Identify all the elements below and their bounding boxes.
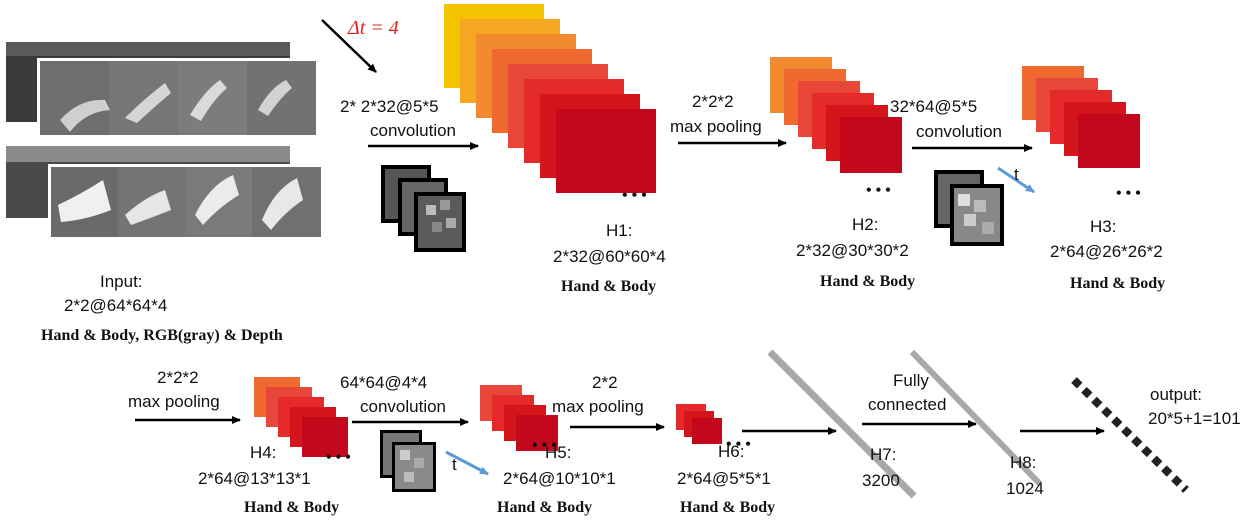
h7-name: H7: bbox=[870, 445, 896, 464]
h7-dims: 3200 bbox=[862, 471, 900, 490]
h6-dims: 2*64@5*5*1 bbox=[677, 469, 771, 488]
conv2-kernel-stack bbox=[934, 170, 1004, 246]
conv1-spec: 2* 2*32@5*5 bbox=[340, 97, 439, 116]
conv3-label: convolution bbox=[360, 397, 446, 416]
conv2-label: convolution bbox=[916, 122, 1002, 141]
h1-feature-map-stack bbox=[444, 4, 656, 193]
output-dims: 20*5+1=101 bbox=[1148, 409, 1241, 428]
pool3-spec: 2*2 bbox=[592, 373, 618, 392]
h5-caption: Hand & Body bbox=[497, 499, 592, 516]
h4-name: H4: bbox=[250, 443, 276, 462]
h6-feature-map-stack bbox=[676, 404, 722, 444]
conv1-label: convolution bbox=[370, 121, 456, 140]
output-title: output: bbox=[1150, 385, 1202, 404]
feature-map-plate bbox=[1078, 114, 1140, 168]
conv3-time-label: t bbox=[452, 455, 457, 474]
h2-name: H2: bbox=[852, 215, 878, 234]
pool2-spec: 2*2*2 bbox=[157, 368, 199, 387]
h2-dims: 2*32@30*30*2 bbox=[796, 241, 909, 260]
h2-caption: Hand & Body bbox=[820, 273, 915, 290]
conv2-time-label: t bbox=[1014, 165, 1019, 184]
pool3-label: max pooling bbox=[552, 397, 644, 416]
h1-dims: 2*32@60*60*4 bbox=[553, 247, 666, 266]
input-dims: 2*2@64*64*4 bbox=[64, 296, 167, 315]
feature-map-plate bbox=[692, 418, 722, 444]
h1-name: H1: bbox=[606, 221, 632, 240]
h6-caption: Hand & Body bbox=[680, 499, 775, 516]
h5-ellipsis: • • • bbox=[532, 437, 557, 454]
h8-dense-layer-bar bbox=[909, 349, 1043, 487]
h3-name: H3: bbox=[1090, 217, 1116, 236]
conv3-kernel-stack bbox=[380, 430, 436, 492]
h8-name: H8: bbox=[1010, 453, 1036, 472]
conv2-spec: 32*64@5*5 bbox=[890, 97, 977, 116]
h7-dense-layer-bar bbox=[767, 349, 917, 499]
output-layer-bar bbox=[1071, 377, 1189, 493]
h8-dims: 1024 bbox=[1006, 479, 1044, 498]
h5-name: H5: bbox=[545, 443, 571, 462]
pool1-spec: 2*2*2 bbox=[692, 92, 734, 111]
h3-feature-map-stack bbox=[1022, 66, 1140, 168]
conv1-kernel-stack bbox=[381, 165, 466, 252]
conv3-time-arrow bbox=[445, 450, 489, 476]
h1-caption: Hand & Body bbox=[561, 278, 656, 295]
input-frames-bottom bbox=[6, 146, 324, 240]
h3-caption: Hand & Body bbox=[1070, 275, 1165, 292]
h6-ellipsis: • • • bbox=[726, 436, 751, 453]
feature-map-plate bbox=[556, 109, 656, 193]
h3-dims: 2*64@26*26*2 bbox=[1050, 242, 1163, 261]
h4-dims: 2*64@13*13*1 bbox=[198, 469, 311, 488]
fc-label-line2: connected bbox=[868, 395, 946, 414]
delta-t-arrow bbox=[321, 19, 377, 73]
pool1-label: max pooling bbox=[670, 117, 762, 136]
feature-map-plate bbox=[516, 415, 558, 451]
h1-ellipsis: • • • bbox=[622, 187, 647, 204]
pool2-label: max pooling bbox=[128, 392, 220, 411]
input-frames-top bbox=[6, 42, 319, 138]
h6-name: H6: bbox=[718, 442, 744, 461]
input-title: Input: bbox=[100, 272, 143, 291]
h4-ellipsis: • • • bbox=[326, 449, 351, 466]
feature-map-plate bbox=[840, 117, 902, 173]
input-caption: Hand & Body, RGB(gray) & Depth bbox=[41, 327, 283, 344]
h2-feature-map-stack bbox=[770, 57, 902, 173]
conv2-time-arrow bbox=[997, 166, 1035, 194]
h5-feature-map-stack bbox=[480, 385, 558, 451]
feature-map-plate bbox=[302, 417, 348, 457]
h4-caption: Hand & Body bbox=[244, 499, 339, 516]
delta-t-label: Δt = 4 bbox=[347, 17, 399, 39]
h3-ellipsis: • • • bbox=[1116, 185, 1141, 202]
conv3-spec: 64*64@4*4 bbox=[340, 373, 427, 392]
h5-dims: 2*64@10*10*1 bbox=[503, 469, 616, 488]
fc-label-line1: Fully bbox=[893, 371, 929, 390]
h4-feature-map-stack bbox=[254, 377, 348, 457]
h2-ellipsis: • • • bbox=[866, 182, 891, 199]
